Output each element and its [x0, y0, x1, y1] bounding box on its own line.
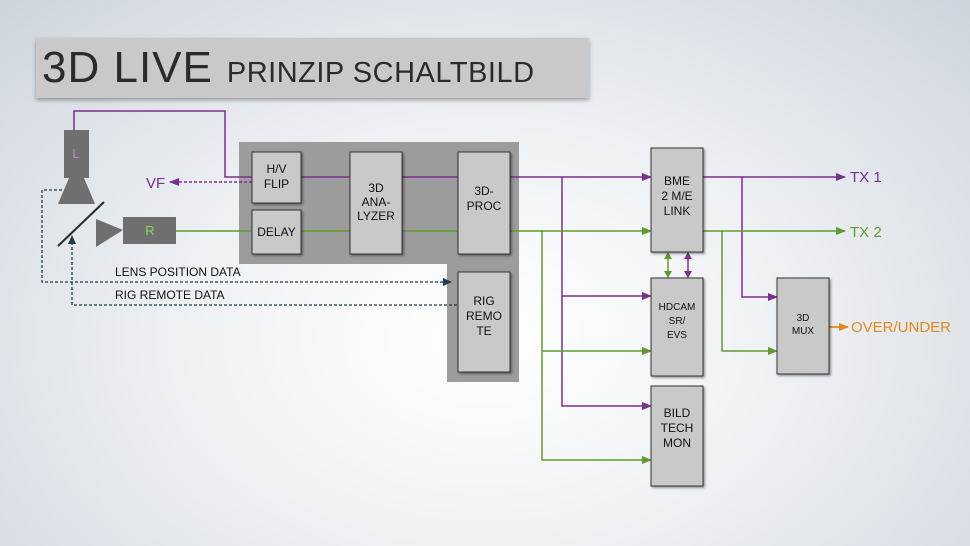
delay-label: DELAY: [257, 225, 295, 239]
rig-remote-block: RIG REMO TE: [457, 271, 511, 373]
hv-flip-block: H/V FLIP: [251, 151, 302, 204]
line-left-to-mux: [741, 177, 778, 301]
proc-label-1: 3D-: [474, 184, 493, 198]
bme-label-3: LINK: [664, 204, 691, 218]
bme-block: BME 2 M/E LINK: [650, 147, 704, 253]
line-lens-position-data: [41, 189, 452, 286]
page-title: 3D LIVE: [42, 43, 213, 92]
beam-splitter-mirror: [57, 201, 105, 247]
hdcam-label-2: SR/: [669, 316, 686, 327]
hdcam-block: HDCAM SR/ EVS: [650, 277, 704, 377]
bildtech-label-2: TECH: [661, 421, 694, 435]
analyzer-block: 3D ANA- LYZER: [349, 151, 403, 255]
line-left-to-bildtech: [561, 296, 652, 410]
rig-remote-label-2: REMO: [466, 309, 502, 323]
mux-label-2: MUX: [792, 326, 815, 337]
line-left-to-hdcam: [561, 177, 652, 300]
proc-label-2: PROC: [467, 199, 502, 213]
camera-right-label: R: [145, 223, 154, 238]
camera-left-label: L: [72, 146, 79, 161]
analyzer-label-2: ANA-: [362, 195, 391, 209]
hdcam-label-3: EVS: [667, 330, 687, 341]
analyzer-label-1: 3D: [368, 181, 384, 195]
title-bar: 3D LIVE PRINZIP SCHALTBILD: [36, 38, 589, 98]
delay-block: DELAY: [251, 209, 302, 255]
line-right-to-mux: [721, 231, 778, 355]
bme-label-1: BME: [664, 174, 690, 188]
lens-position-data-label: LENS POSITION DATA: [115, 265, 241, 279]
rig-remote-label-1: RIG: [473, 294, 494, 308]
bildtech-label-1: BILD: [664, 406, 691, 420]
analyzer-label-3: LYZER: [357, 209, 395, 223]
rig-remote-data-label: RIG REMOTE DATA: [115, 288, 225, 302]
camera-right: R: [96, 217, 176, 247]
vf-label: VF: [146, 175, 165, 192]
bildtech-block: BILD TECH MON: [650, 385, 704, 487]
link-bme-hdcam: [664, 252, 692, 278]
line-rig-remote-data: [68, 235, 457, 306]
bme-label-2: 2 M/E: [661, 189, 692, 203]
line-left-to-flip: [73, 110, 252, 178]
camera-left: L: [58, 130, 95, 204]
hv-flip-label-2: FLIP: [264, 177, 289, 191]
over-under-label: OVER/UNDER: [851, 319, 951, 336]
tx1-label: TX 1: [850, 169, 882, 186]
proc-block: 3D- PROC: [457, 151, 511, 255]
rig-remote-label-3: TE: [476, 324, 491, 338]
mux-label-1: 3D: [797, 313, 810, 324]
hdcam-label-1: HDCAM: [659, 302, 696, 313]
mux-block: 3D MUX: [776, 277, 830, 375]
tx2-label: TX 2: [850, 224, 882, 241]
line-right-to-hdcam: [541, 231, 652, 355]
bildtech-label-3: MON: [663, 436, 691, 450]
hv-flip-label-1: H/V: [266, 162, 286, 176]
page-subtitle: PRINZIP SCHALTBILD: [226, 57, 535, 89]
line-right-to-bildtech: [541, 351, 652, 464]
